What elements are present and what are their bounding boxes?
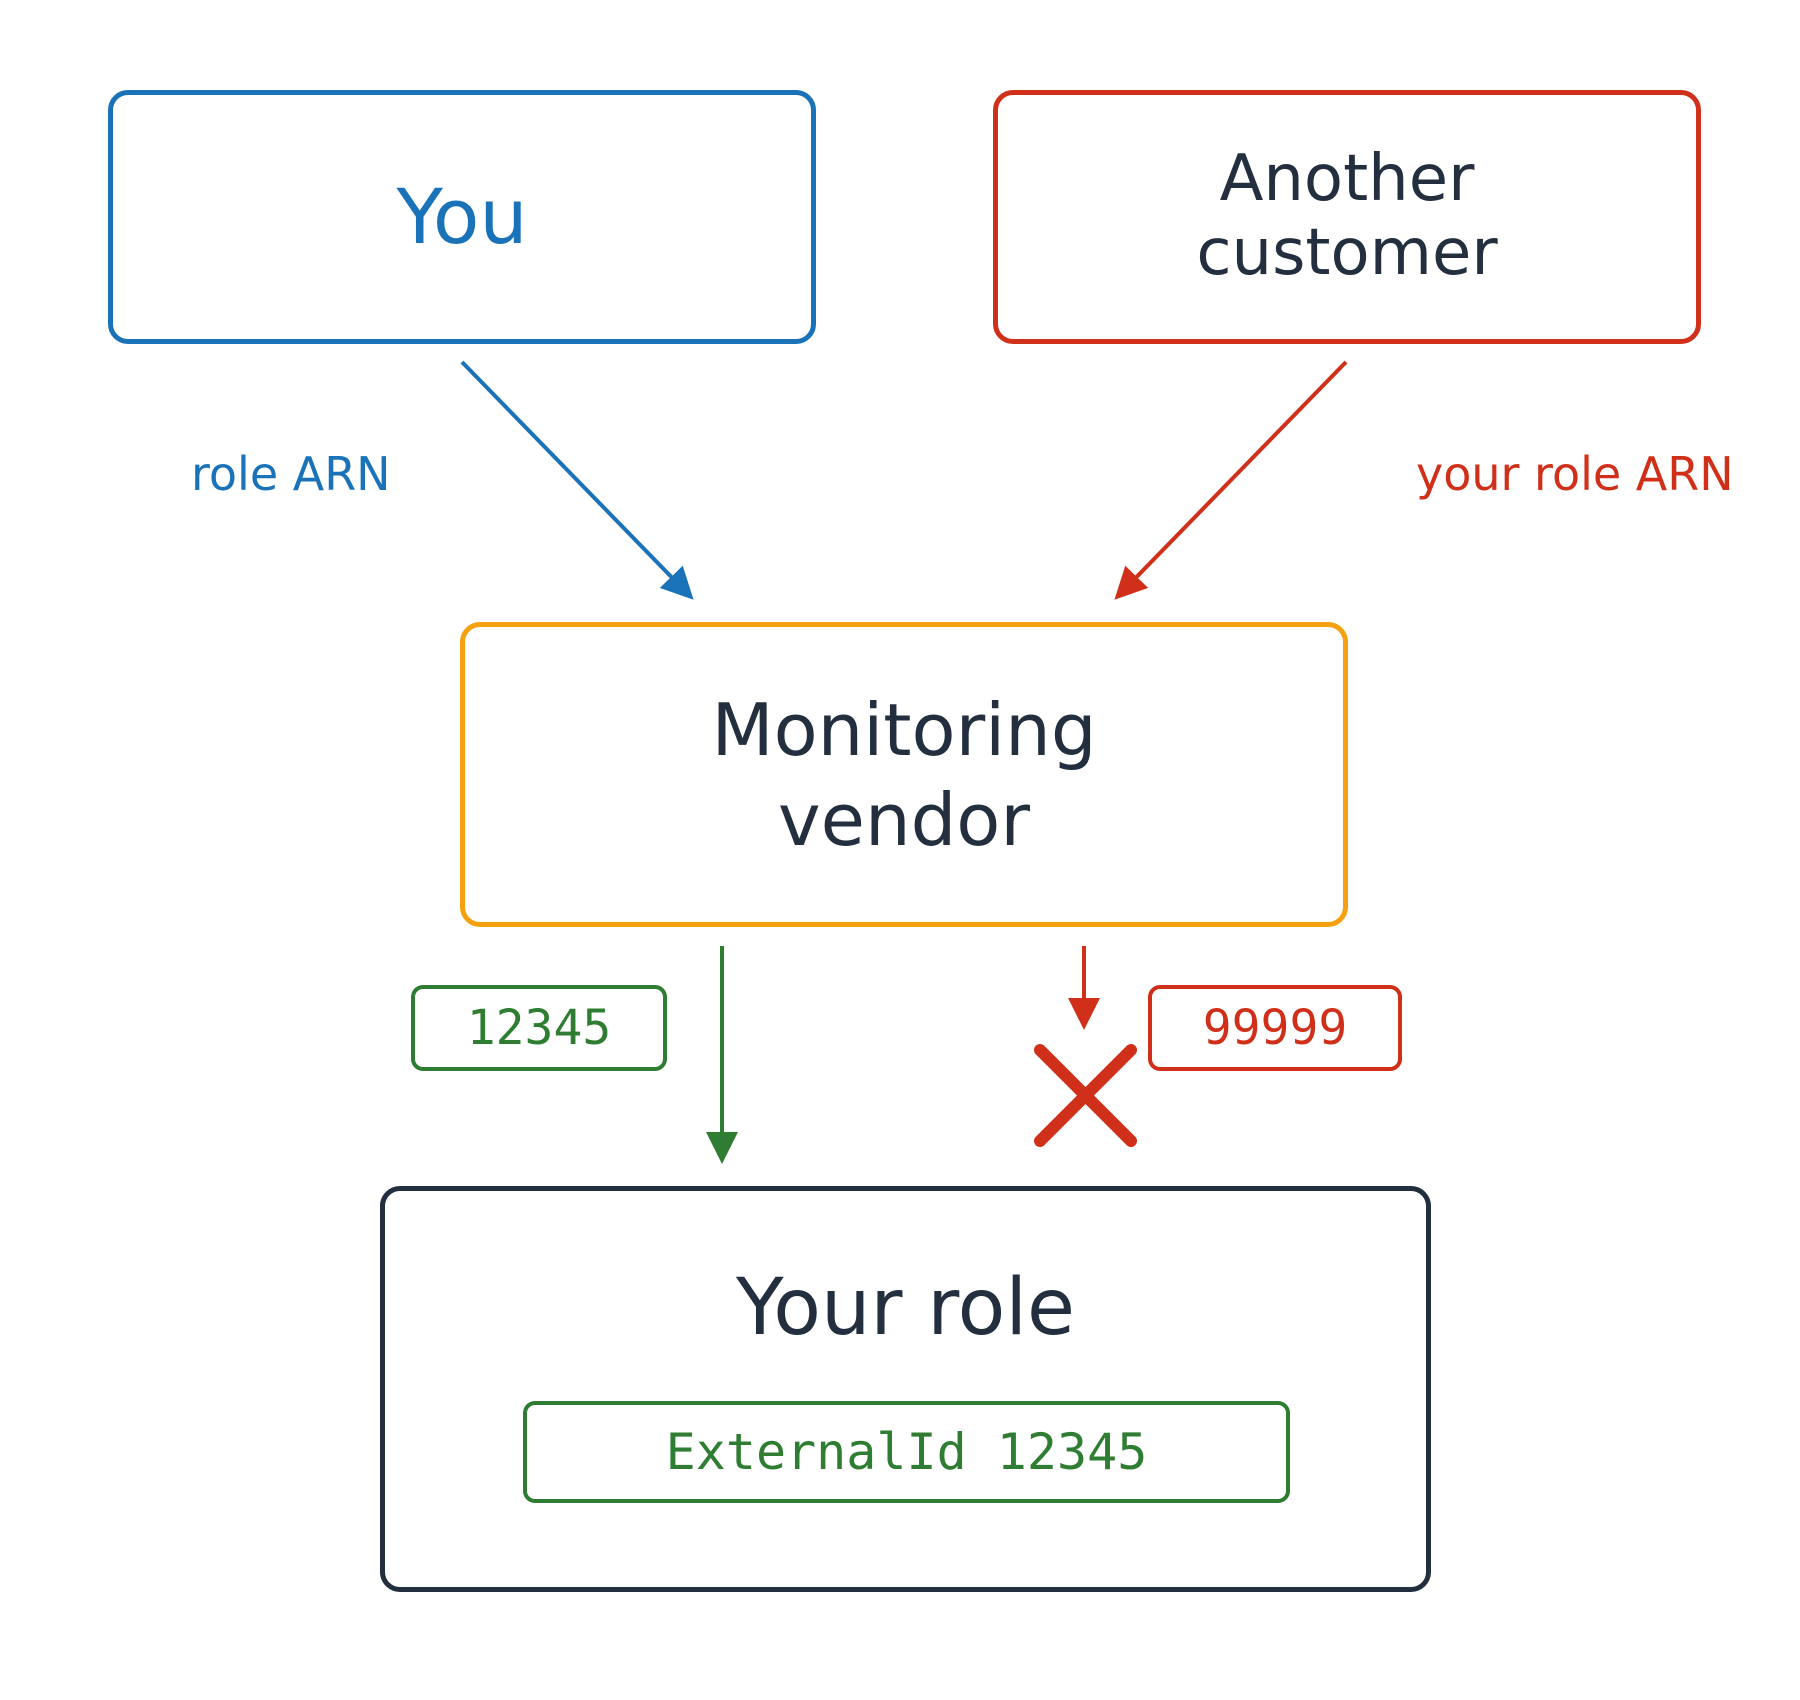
another-customer-edge-label: your role ARN [1416, 447, 1734, 501]
another-customer-label-line2: customer [1196, 216, 1498, 290]
another-customer-node: Another customer [993, 90, 1701, 344]
x-denied-icon [1034, 1044, 1137, 1147]
role-external-id-text: ExternalId 12345 [665, 1423, 1148, 1481]
you-label: You [396, 172, 528, 262]
monitoring-vendor-node: Monitoring vendor [460, 622, 1348, 927]
role-external-id-condition: ExternalId 12345 [523, 1401, 1290, 1503]
you-edge-label: role ARN [191, 447, 391, 501]
denied-external-id-text: 99999 [1202, 1000, 1348, 1056]
another-customer-label-line1: Another [1219, 142, 1475, 217]
your-role-node: Your role [380, 1186, 1431, 1592]
vendor-label-line1: Monitoring [711, 687, 1097, 772]
arrow-you-to-vendor [460, 360, 694, 600]
allowed-external-id-badge: 12345 [411, 985, 667, 1071]
arrow-another-to-vendor [1114, 360, 1348, 600]
vendor-label-line2: vendor [778, 777, 1030, 862]
denied-external-id-badge: 99999 [1148, 985, 1402, 1071]
allowed-external-id-text: 12345 [466, 1000, 612, 1056]
your-role-label: Your role [735, 1263, 1076, 1353]
you-node: You [108, 90, 816, 344]
